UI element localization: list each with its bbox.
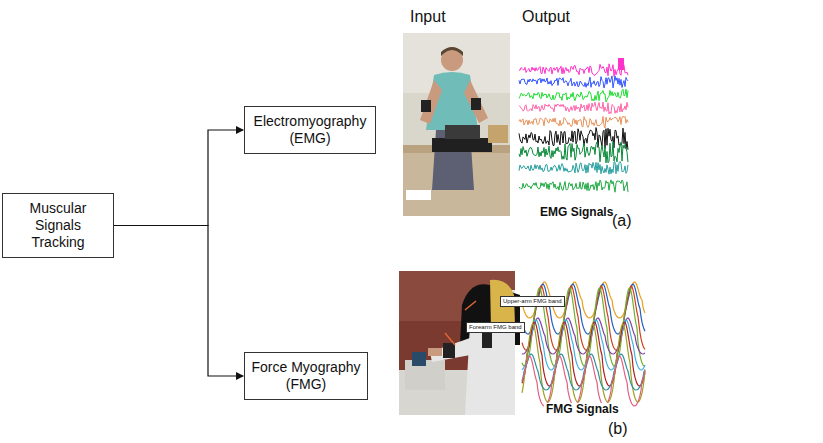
signal-trace [519, 76, 628, 88]
signal-trace [519, 180, 628, 192]
caption-label: EMG Signals [538, 206, 615, 220]
signal-trace [519, 128, 628, 150]
fmg-photo [399, 271, 520, 415]
photo-callout: Forearm FMG band [466, 322, 525, 333]
caption-label: Input [410, 8, 446, 26]
signal-trace [519, 162, 628, 175]
signal-trace [522, 324, 645, 402]
box-label: Electromyography (EMG) [251, 113, 369, 147]
caption-label: (b) [608, 420, 628, 438]
arrow-connector [114, 130, 243, 226]
signal-trace [522, 356, 645, 406]
arrow-connector [114, 226, 243, 377]
signal-trace [519, 102, 628, 114]
signal-trace [519, 142, 628, 163]
signal-marker [618, 58, 624, 70]
process-box: Muscular Signals Tracking [2, 193, 114, 258]
box-label: Muscular Signals Tracking [9, 200, 107, 251]
caption-label: Output [522, 8, 570, 26]
emg-signal-plot [519, 58, 628, 192]
signal-trace [519, 116, 628, 128]
emg-photo [403, 33, 510, 216]
box-label: Force Myography (FMG) [251, 359, 361, 393]
photo-callout: Upper-arm FMG band [500, 296, 565, 307]
caption-label: FMG Signals [544, 403, 621, 417]
process-box: Force Myography (FMG) [244, 352, 368, 400]
signal-trace [519, 89, 628, 102]
caption-label: (a) [612, 212, 632, 230]
process-box: Electromyography (EMG) [244, 106, 376, 154]
signal-trace [519, 64, 628, 77]
signal-trace [522, 354, 645, 390]
